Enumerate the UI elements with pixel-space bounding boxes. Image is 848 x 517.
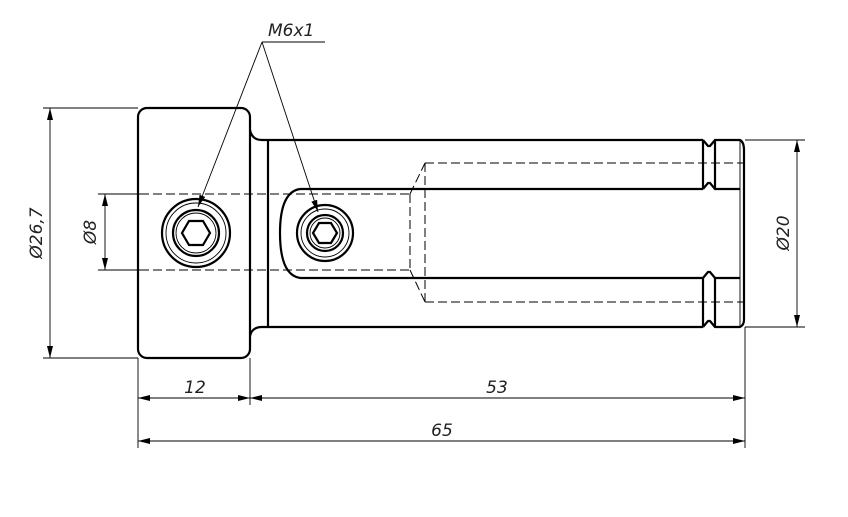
total-length-label: 65 — [431, 421, 453, 441]
shaft-length-label: 53 — [486, 378, 508, 398]
neck-groove-top — [248, 129, 268, 142]
hidden-bore-lines — [140, 162, 743, 303]
head-length-label: 12 — [184, 378, 206, 398]
svg-text:Ø26,7: Ø26,7 — [27, 207, 47, 259]
hex-socket-icon — [311, 221, 339, 245]
dim-bore-diameter: Ø8 — [81, 193, 140, 271]
set-screw-slot — [295, 203, 355, 263]
set-screw-head — [160, 197, 232, 269]
dim-head-diameter: Ø26,7 — [27, 107, 138, 359]
dim-lengths: 12 53 65 — [137, 327, 746, 448]
thread-leader: M6x1 — [197, 21, 325, 213]
neck-groove-bottom — [248, 325, 268, 337]
thread-label: M6x1 — [268, 21, 314, 41]
dim-shaft-diameter: Ø20 — [745, 139, 805, 328]
svg-text:Ø20: Ø20 — [774, 215, 794, 251]
hex-socket-icon — [180, 219, 212, 247]
svg-text:Ø8: Ø8 — [81, 220, 101, 245]
shaft — [266, 138, 746, 329]
head-body — [136, 106, 252, 360]
